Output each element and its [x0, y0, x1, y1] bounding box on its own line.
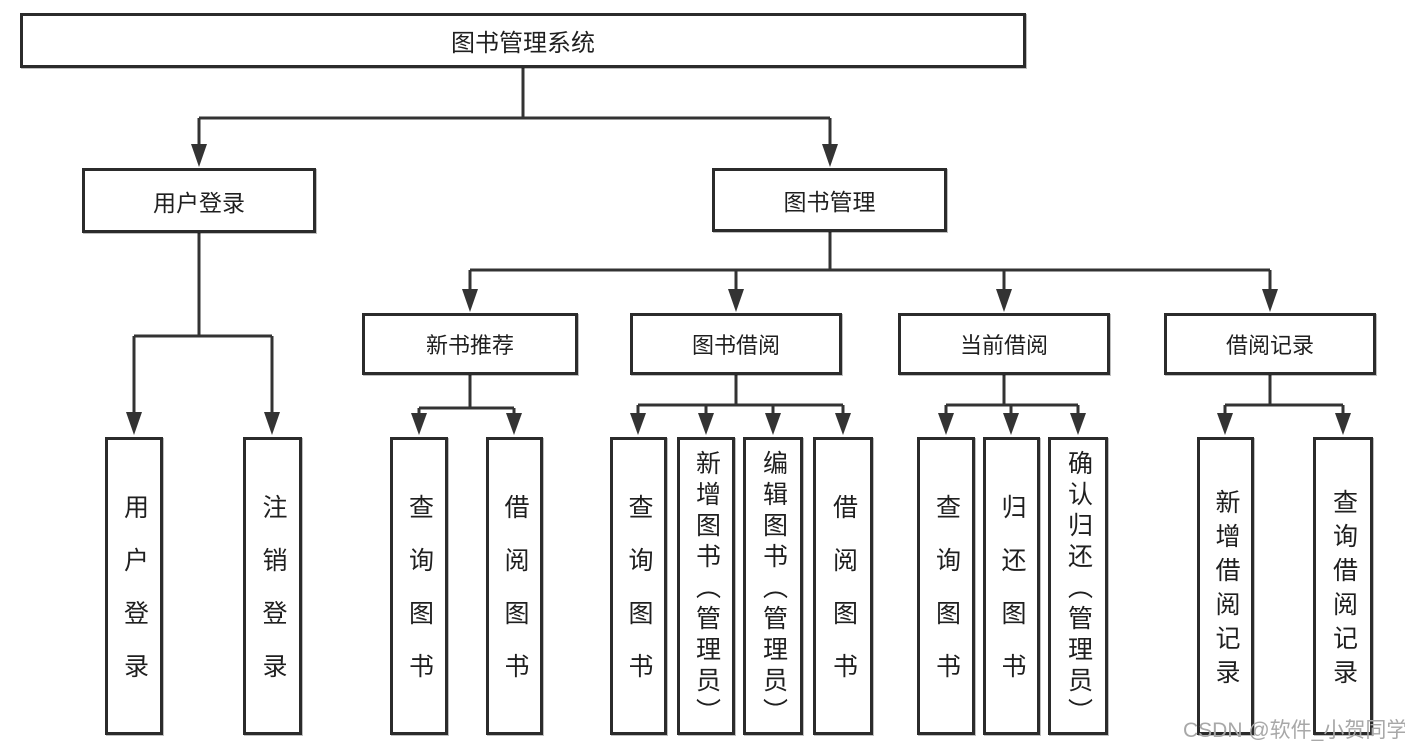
arrowheads-borrow-records-branch [1217, 413, 1351, 435]
node-root-library-system: 图书管理系统 [20, 13, 1026, 68]
connector-user-login-branch [132, 233, 274, 414]
node-leaf-borrow-books-recommend: 借阅图书 [486, 437, 543, 735]
node-leaf-query-books-recommend: 查询图书 [390, 437, 448, 735]
leaf-label: 用户登录 [120, 494, 149, 706]
connector-borrow-records-branch [1223, 375, 1345, 415]
arrowheads-book-mgmt-branch [462, 289, 1278, 312]
node-new-book-recommend: 新书推荐 [362, 313, 578, 375]
node-leaf-borrow-books: 借阅图书 [813, 437, 873, 735]
csdn-watermark: CSDN @软件_小贺同学 [1183, 719, 1405, 742]
connector-book-mgmt-branch [468, 232, 1272, 291]
node-borrow-records: 借阅记录 [1164, 313, 1376, 375]
node-book-borrowing: 图书借阅 [630, 313, 842, 375]
leaf-label: 编辑图书（管理员） [759, 449, 788, 729]
node-leaf-user-login: 用户登录 [105, 437, 163, 735]
node-leaf-confirm-return-admin: 确认归还（管理员） [1048, 437, 1108, 735]
node-leaf-add-borrow-record: 新增借阅记录 [1197, 437, 1254, 735]
arrowheads-current-borrow-branch [938, 413, 1086, 435]
arrowheads-user-login-branch [126, 412, 280, 435]
node-leaf-logout: 注销登录 [243, 437, 302, 735]
leaf-label: 查询图书 [405, 494, 434, 706]
connector-new-books-branch [417, 375, 516, 415]
leaf-label: 借阅图书 [829, 494, 858, 706]
node-leaf-query-books-current: 查询图书 [917, 437, 975, 735]
node-current-borrowing: 当前借阅 [898, 313, 1110, 375]
leaf-label: 新增图书（管理员） [692, 449, 721, 729]
leaf-label: 查询借阅记录 [1329, 488, 1358, 693]
node-leaf-return-books: 归还图书 [983, 437, 1040, 735]
leaf-label: 借阅图书 [501, 494, 529, 706]
connector-current-borrow-branch [944, 375, 1080, 415]
arrowheads-root-branch [191, 144, 838, 167]
node-leaf-query-books-borrowing: 查询图书 [610, 437, 667, 735]
leaf-label: 确认归还（管理员） [1064, 449, 1093, 729]
leaf-label: 查询图书 [625, 494, 653, 706]
node-leaf-add-books-admin: 新增图书（管理员） [677, 437, 735, 735]
node-leaf-query-borrow-record: 查询借阅记录 [1313, 437, 1373, 735]
leaf-label: 查询图书 [932, 494, 961, 706]
arrowheads-book-borrow-branch [630, 413, 851, 435]
connector-root-branch [197, 68, 832, 146]
leaf-label: 新增借阅记录 [1212, 488, 1240, 693]
node-user-login: 用户登录 [82, 168, 316, 233]
leaf-label: 注销登录 [259, 494, 287, 706]
node-leaf-edit-books-admin: 编辑图书（管理员） [743, 437, 803, 735]
node-book-management: 图书管理 [712, 168, 947, 232]
arrowheads-new-books-branch [411, 413, 522, 435]
connector-book-borrow-branch [636, 375, 845, 415]
leaf-label: 归还图书 [998, 494, 1026, 706]
